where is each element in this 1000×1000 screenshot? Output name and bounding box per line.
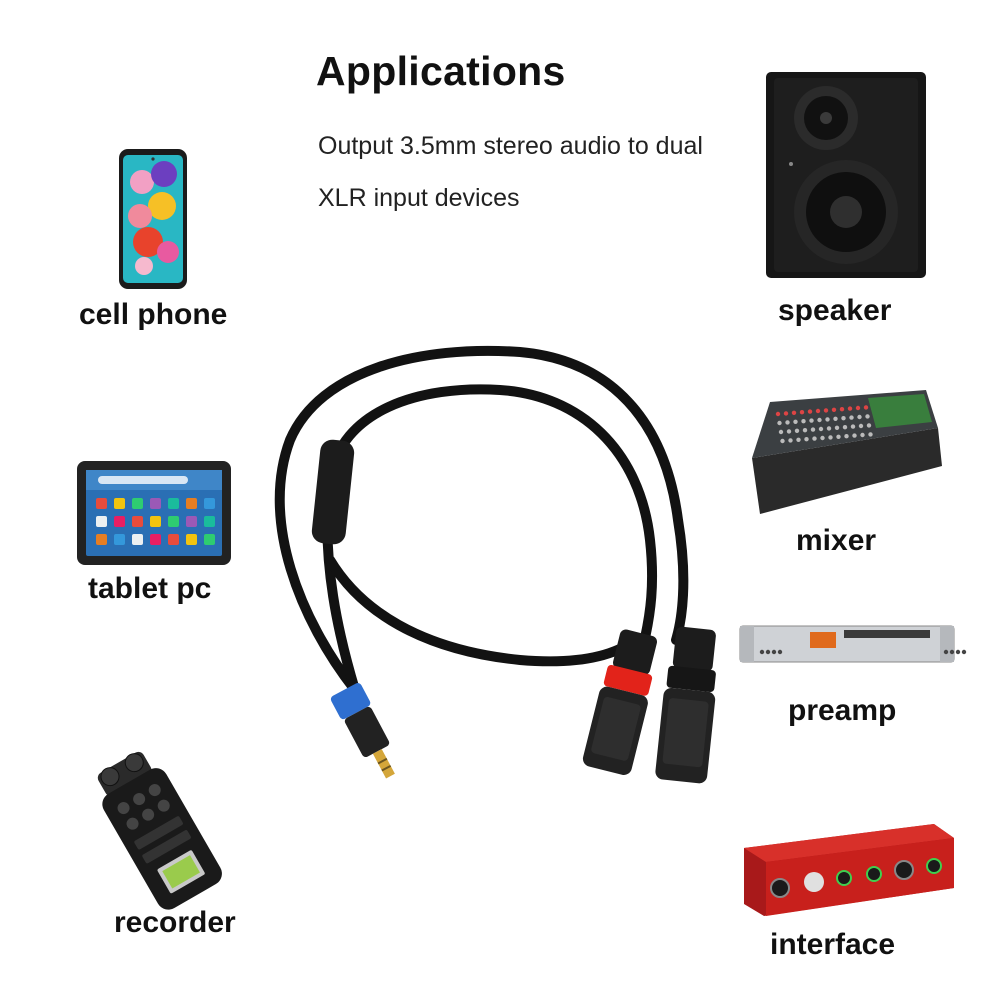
tablet-pc-label: tablet pc	[88, 572, 212, 605]
interface-image	[744, 824, 954, 916]
page-description: Output 3.5mm stereo audio to dual XLR in…	[318, 132, 703, 212]
speaker-image	[766, 72, 926, 278]
cell-phone-label: cell phone	[79, 298, 228, 331]
page-title: Applications	[316, 48, 566, 94]
tablet-app-grid	[96, 498, 215, 545]
mixer-image	[752, 390, 942, 514]
preamp-knobs	[759, 649, 967, 655]
tablet-pc-image	[77, 461, 231, 565]
preamp-label: preamp	[788, 694, 897, 727]
recorder-image	[97, 751, 222, 910]
interface-label: interface	[770, 928, 896, 961]
preamp-image	[739, 625, 967, 663]
mixer-channel-strips	[775, 405, 873, 444]
cell-phone-image	[119, 149, 187, 289]
speaker-label: speaker	[778, 294, 892, 327]
mixer-label: mixer	[796, 524, 877, 557]
recorder-label: recorder	[114, 906, 236, 939]
